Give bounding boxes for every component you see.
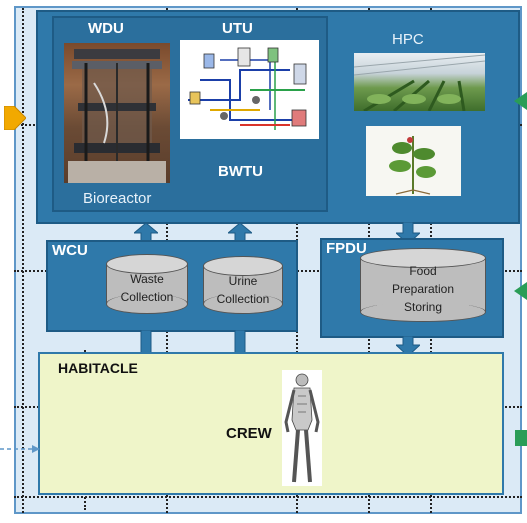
crew-figure	[282, 370, 322, 486]
habitacle-label: HABITACLE	[58, 360, 138, 376]
right-port-green-top	[514, 92, 527, 110]
bioreactor-label: Bioreactor	[83, 190, 152, 207]
arrow-down-habitacle-food	[396, 336, 420, 356]
hpc-label: HPC	[392, 31, 424, 48]
arrow-up-habitacle-urine	[234, 330, 246, 354]
hpc-greenhouse-photo	[354, 53, 485, 111]
right-port-green-bottom	[515, 430, 527, 446]
habitacle-box	[38, 352, 504, 495]
grid-line	[14, 496, 522, 498]
waste-collection-label: Waste Collection	[120, 272, 174, 304]
arrow-up-waste	[134, 223, 158, 243]
wdu-label: WDU	[88, 20, 124, 37]
left-port-orange	[4, 106, 26, 130]
utu-schematic	[180, 40, 319, 139]
arrow-up-urine	[228, 223, 252, 243]
arrow-up-habitacle-waste	[140, 330, 152, 354]
bioreactor-photo	[64, 43, 170, 183]
urine-collection-container: Urine Collection	[203, 256, 283, 314]
left-input-arrow	[0, 445, 40, 453]
right-port-green-mid	[514, 282, 527, 300]
wcu-label: WCU	[52, 242, 88, 259]
waste-collection-container: Waste Collection	[106, 254, 188, 314]
plant-illustration	[366, 126, 461, 196]
urine-collection-label: Urine Collection	[216, 274, 270, 306]
fpdu-label: FPDU	[326, 240, 367, 257]
crew-label: CREW	[226, 425, 272, 442]
food-storage-container: Food Preparation Storing	[360, 248, 486, 322]
food-storage-label: Food Preparation Storing	[391, 264, 455, 314]
bwtu-label: BWTU	[218, 163, 263, 180]
utu-label: UTU	[222, 20, 253, 37]
grid-line	[22, 8, 24, 513]
